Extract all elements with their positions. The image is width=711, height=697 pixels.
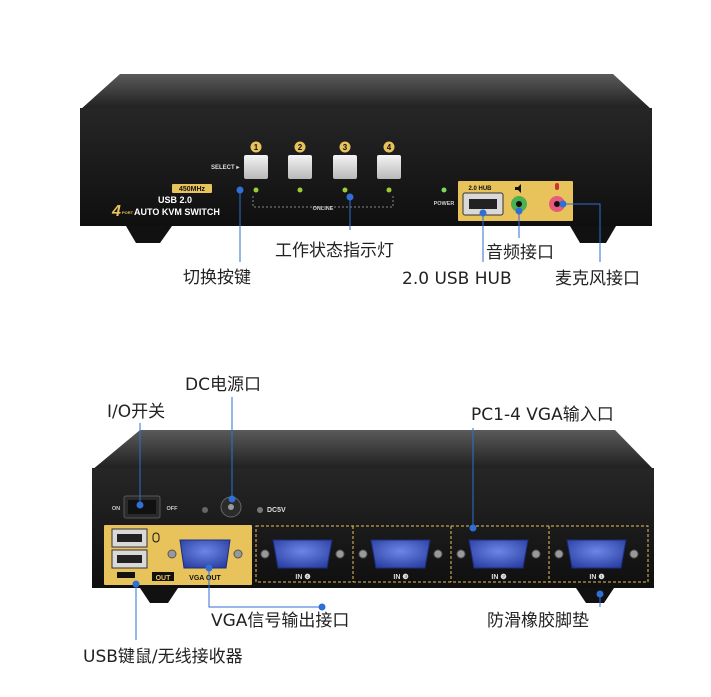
in-label-3: IN ❸ [393, 573, 408, 581]
vga-input-port-3[interactable] [358, 539, 443, 569]
svg-text:4: 4 [111, 203, 121, 220]
port-number-3: 3 [339, 141, 351, 153]
select-label: SELECT ▸ [211, 165, 240, 171]
vga-input-panel [255, 525, 649, 583]
keyboard-icon [117, 572, 135, 578]
online-leds: ONLINE POWER [252, 187, 455, 212]
brand-logo: 450MHz USB 2.0 4 PORT AUTO KVM SWITCH [111, 184, 220, 220]
svg-text:3: 3 [343, 143, 348, 152]
microphone-icon [555, 183, 559, 190]
svg-text:USB 2.0: USB 2.0 [158, 195, 192, 205]
dc-power-group: DC5V [202, 496, 286, 518]
svg-text:ON: ON [112, 506, 120, 512]
svg-text:AUTO KVM SWITCH: AUTO KVM SWITCH [134, 207, 220, 217]
callout-status-led: 工作状态指示灯 [275, 241, 394, 261]
svg-text:OFF: OFF [167, 506, 179, 512]
power-label: POWER [434, 201, 455, 207]
vga-input-port-2[interactable] [456, 539, 541, 569]
callout-usb-keyboard: USB键鼠/无线接收器 [83, 647, 243, 667]
out-label: OUT [156, 575, 172, 582]
output-panel: OUT VGA OUT [104, 525, 252, 585]
svg-text:1: 1 [254, 143, 259, 152]
callout-lines [132, 186, 604, 640]
svg-text:450MHz: 450MHz [179, 186, 206, 193]
callout-rubber-feet: 防滑橡胶脚垫 [487, 611, 589, 631]
vga-input-port-1[interactable] [554, 539, 639, 569]
svg-text:PORT: PORT [122, 210, 134, 215]
port-number-4: 4 [383, 141, 395, 153]
front-io-panel: 2.0 HUB [458, 181, 573, 221]
hub-label: 2.0 HUB [468, 186, 492, 192]
select-button-4[interactable] [377, 155, 401, 179]
callout-dc-power: DC电源口 [185, 375, 261, 395]
callout-usb-hub: 2.0 USB HUB [402, 269, 512, 289]
select-button-3[interactable] [333, 155, 357, 179]
vga-out-label: VGA OUT [189, 575, 221, 582]
svg-text:4: 4 [387, 143, 392, 152]
vga-output-port[interactable] [167, 539, 243, 569]
in-label-2: IN ❷ [491, 573, 506, 581]
callout-vga-output: VGA信号输出接口 [211, 611, 349, 631]
vga-input-port-4[interactable] [260, 539, 345, 569]
online-label: ONLINE [313, 206, 334, 212]
select-buttons-group: 1 2 3 4 SELECT ▸ [211, 141, 401, 179]
in-label-4: IN ❹ [295, 573, 310, 581]
callout-io-switch: I/O开关 [107, 402, 165, 422]
callout-vga-input: PC1-4 VGA输入口 [471, 405, 614, 425]
callout-mic-port: 麦克风接口 [555, 269, 640, 289]
svg-text:2: 2 [298, 143, 303, 152]
callout-audio-port: 音频接口 [486, 243, 554, 263]
port-number-1: 1 [250, 141, 262, 153]
dc-label: DC5V [267, 507, 286, 514]
select-button-2[interactable] [288, 155, 312, 179]
mouse-icon [152, 532, 160, 543]
select-button-1[interactable] [244, 155, 268, 179]
callout-switch-buttons: 切换按键 [183, 268, 251, 288]
in-label-1: IN ❶ [589, 573, 604, 581]
speaker-icon [515, 184, 521, 193]
port-number-2: 2 [294, 141, 306, 153]
